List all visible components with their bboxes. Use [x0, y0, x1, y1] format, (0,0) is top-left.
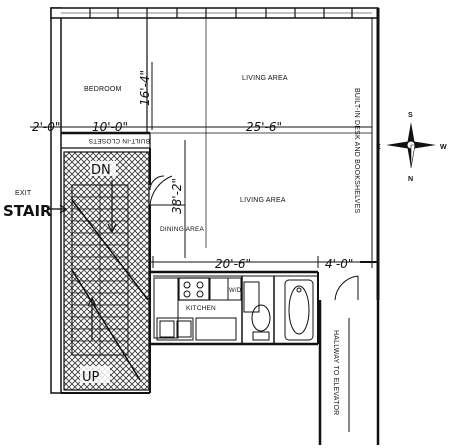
- exit-arrow: [48, 204, 68, 214]
- dim-4-0: 4'-0": [325, 257, 353, 271]
- kitchen-fixtures: [153, 277, 237, 341]
- stair-up-label: UP: [82, 370, 100, 385]
- room-dining: DINING AREA: [160, 226, 205, 233]
- compass-n: N: [408, 176, 413, 183]
- room-living-upper: LIVING AREA: [242, 75, 288, 82]
- dim-10-0: 10'-0": [92, 120, 128, 134]
- doors: [149, 175, 359, 301]
- hallway-label: HALLWAY TO ELEVATOR: [332, 330, 339, 415]
- room-living-lower: LIVING AREA: [240, 197, 286, 204]
- washer-dryer: [227, 277, 242, 301]
- interior-walls: [61, 18, 380, 445]
- closets-label: BUILT-IN CLOSETS: [88, 137, 150, 144]
- bath-fixtures: [243, 279, 314, 341]
- dim-16-4: 16'-4": [138, 70, 152, 106]
- wd-label: W/D: [229, 288, 242, 294]
- stair: [63, 151, 150, 391]
- dim-25-6: 25'-6": [246, 120, 282, 134]
- dim-38-2: 38'-2": [170, 178, 184, 214]
- dim-2-0: 2'-0": [32, 120, 60, 134]
- desk-label: BUILT-IN DESK AND BOOKSHELVES: [353, 88, 360, 213]
- windows: [61, 8, 372, 18]
- compass-w: W: [440, 144, 447, 151]
- stair-label: STAIR: [3, 202, 52, 220]
- exit-label: EXIT: [15, 190, 32, 197]
- dimension-lines: [30, 62, 373, 268]
- dim-20-6: 20'-6": [215, 257, 251, 271]
- stair-dn-label: DN: [91, 163, 111, 178]
- compass-e: E: [376, 144, 381, 151]
- room-bedroom: BEDROOM: [84, 86, 122, 93]
- compass-icon: [386, 122, 436, 169]
- room-kitchen: KITCHEN: [186, 305, 216, 312]
- compass-s: S: [408, 112, 413, 119]
